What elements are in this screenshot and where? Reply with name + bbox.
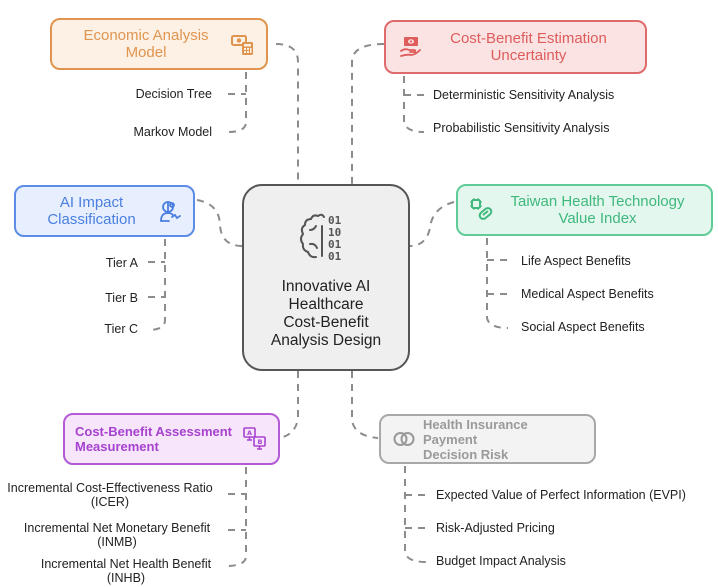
branch-health-insurance-payment-decision-risk[interactable]: Health Insurance Payment Decision Risk <box>379 414 596 464</box>
branch-title: Cost-Benefit Estimation Uncertainty <box>424 30 633 64</box>
connector-center-cbe <box>351 43 385 184</box>
svg-text:01: 01 <box>328 250 342 263</box>
svg-text:01: 01 <box>328 238 342 251</box>
leaf-inhb[interactable]: Incremental Net Health Benefit (INHB) <box>34 557 218 585</box>
leaf-icer[interactable]: Incremental Cost-Effectiveness Ratio (IC… <box>2 481 218 509</box>
central-title-line: Innovative AI <box>281 278 371 295</box>
leaf-evpi[interactable]: Expected Value of Perfect Information (E… <box>436 488 686 502</box>
branch-title-line: Model <box>125 44 167 61</box>
central-title-line: Analysis Design <box>270 332 382 349</box>
money-calculator-icon <box>230 31 256 57</box>
leaf-tier-a[interactable]: Tier A <box>105 256 138 270</box>
chip-pill-icon <box>468 197 494 223</box>
branch-title: Health Insurance Payment Decision Risk <box>423 417 584 462</box>
central-title-line: Cost-Benefit <box>283 314 369 331</box>
leaf-budget-impact-analysis[interactable]: Budget Impact Analysis <box>436 554 566 568</box>
leaf-markov-model[interactable]: Markov Model <box>133 125 213 139</box>
leaf-line: (INMB) <box>97 535 137 549</box>
svg-text:A: A <box>247 429 252 437</box>
leaf-line: Incremental Net Monetary Benefit <box>23 521 211 535</box>
connector-center-ai <box>196 199 243 247</box>
branch-title: AI Impact Classification <box>26 194 157 228</box>
ai-brain-binary-icon: 01 10 01 01 <box>300 213 342 263</box>
overlapping-circles-icon <box>391 426 417 452</box>
branch-title: Taiwan Health Technology Value Index <box>494 193 701 227</box>
branch-title-line: Taiwan Health Technology <box>510 193 685 210</box>
branch-title: Cost-Benefit Assessment Measurement <box>75 424 242 454</box>
connector-center-econ <box>275 43 299 184</box>
leaf-line: (ICER) <box>90 495 130 509</box>
branch-cost-benefit-estimation-uncertainty[interactable]: Cost-Benefit Estimation Uncertainty <box>384 20 647 74</box>
leaf-line: Incremental Cost-Effectiveness Ratio <box>7 481 213 495</box>
branch-title-line: Measurement <box>75 439 159 454</box>
svg-text:10: 10 <box>328 226 341 239</box>
leaf-tier-b[interactable]: Tier B <box>105 291 138 305</box>
leaf-risk-adjusted-pricing[interactable]: Risk-Adjusted Pricing <box>436 521 555 535</box>
connector-econ-children <box>227 72 247 133</box>
branch-economic-analysis-model[interactable]: Economic Analysis Model <box>50 18 268 70</box>
branch-title-line: AI Impact <box>59 194 124 211</box>
leaf-decision-tree[interactable]: Decision Tree <box>135 87 212 101</box>
connector-cba-children <box>225 467 247 567</box>
leaf-line: (INHB) <box>106 571 146 585</box>
branch-title-line: Classification <box>47 211 136 228</box>
central-title-line: Healthcare <box>288 296 364 313</box>
leaf-tier-c[interactable]: Tier C <box>104 322 138 336</box>
branch-title-line: Value Index <box>558 210 637 227</box>
connector-center-twn <box>409 201 455 247</box>
leaf-probabilistic-sensitivity-analysis[interactable]: Probabilistic Sensitivity Analysis <box>433 121 610 135</box>
connector-center-cba <box>279 371 299 439</box>
leaf-inmb[interactable]: Incremental Net Monetary Benefit (INMB) <box>16 521 218 549</box>
leaf-deterministic-sensitivity-analysis[interactable]: Deterministic Sensitivity Analysis <box>433 88 615 102</box>
branch-title-line: Decision Risk <box>423 446 509 462</box>
branch-title-line: Cost-Benefit Estimation <box>450 30 607 47</box>
connector-hip-children <box>404 466 427 563</box>
leaf-social-aspect-benefits[interactable]: Social Aspect Benefits <box>521 320 645 334</box>
hand-money-icon <box>398 34 424 60</box>
leaf-life-aspect-benefits[interactable]: Life Aspect Benefits <box>521 254 631 268</box>
connector-twn-children <box>486 238 509 329</box>
connector-center-hip <box>351 371 379 439</box>
user-gear-icon <box>157 198 183 224</box>
branch-title: Economic Analysis Model <box>62 27 230 61</box>
branch-title-line: Health Insurance Payment <box>423 416 528 447</box>
leaf-line: Incremental Net Health Benefit <box>40 557 212 571</box>
branch-taiwan-health-technology-value-index[interactable]: Taiwan Health Technology Value Index <box>456 184 713 236</box>
svg-text:B: B <box>258 438 263 446</box>
leaf-medical-aspect-benefits[interactable]: Medical Aspect Benefits <box>521 287 654 301</box>
branch-ai-impact-classification[interactable]: AI Impact Classification <box>14 185 195 237</box>
branch-title-line: Cost-Benefit Assessment <box>75 424 233 439</box>
connector-ai-children <box>147 239 166 331</box>
branch-title-line: Economic Analysis <box>83 27 209 44</box>
svg-text:01: 01 <box>328 214 342 227</box>
branch-title-line: Uncertainty <box>490 47 567 64</box>
central-topic-node[interactable]: 01 10 01 01 Innovative AI Healthcare Cos… <box>242 184 410 371</box>
central-topic-title: Innovative AI Healthcare Cost-Benefit An… <box>271 278 381 350</box>
connector-cbe-children <box>403 76 425 133</box>
